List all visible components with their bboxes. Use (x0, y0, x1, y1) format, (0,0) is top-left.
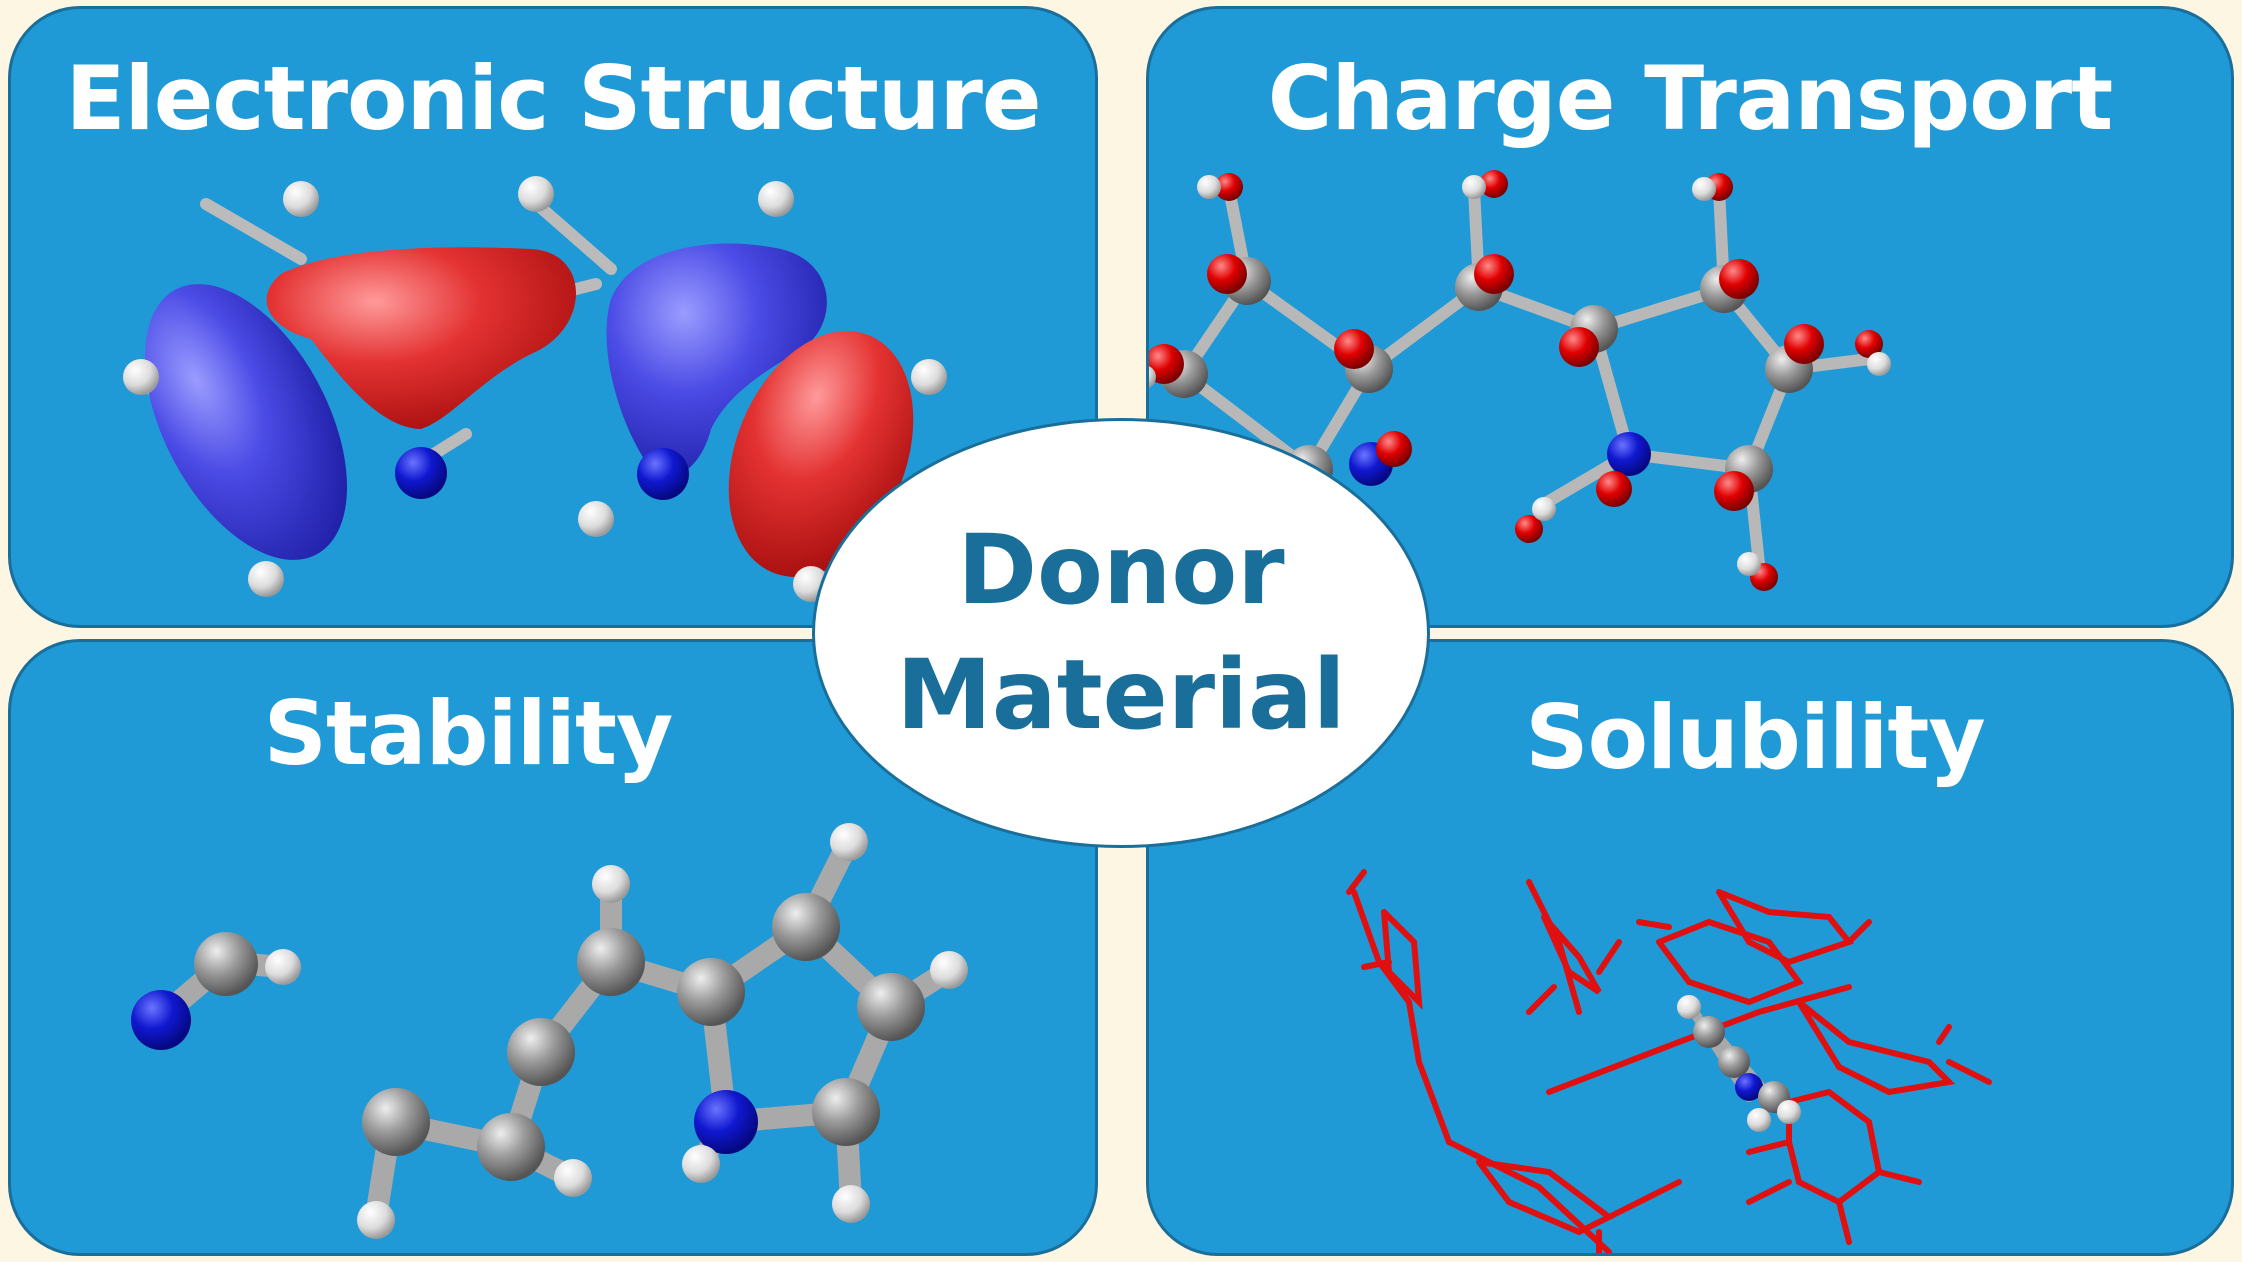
hydrogen-atom (357, 1201, 395, 1239)
hydrogen-atom (123, 359, 159, 395)
hydrogen-atom (554, 1159, 592, 1197)
carbon-atom (677, 958, 745, 1026)
hydrogen-atom (518, 176, 554, 212)
molecule-illustration (131, 823, 968, 1239)
oxygen-atom (1149, 344, 1184, 384)
oxygen-atom (1596, 471, 1632, 507)
oxygen-atom (1714, 471, 1754, 511)
hydrogen-atom (930, 951, 968, 989)
nitrogen-atom (694, 1090, 758, 1154)
oxygen-atom (1515, 515, 1543, 543)
orbital-lobe (266, 247, 576, 429)
carbon-atom (1718, 1046, 1750, 1078)
oxygen-atom (1784, 324, 1824, 364)
oxygen-atom (1474, 254, 1514, 294)
orbital-lobe (144, 284, 348, 560)
hydrogen-atom (1677, 995, 1701, 1019)
nitrogen-atom (131, 990, 191, 1050)
carbon-atom (577, 928, 645, 996)
hydrogen-atom (911, 359, 947, 395)
hydrogen-atom (265, 949, 301, 985)
solvent-molecules (1346, 869, 1992, 1253)
hydrogen-atom (248, 561, 284, 597)
carbon-atom (1693, 1016, 1725, 1048)
panel-title-charge-transport: Charge Transport (1267, 47, 2113, 150)
oxygen-atom (1480, 170, 1508, 198)
panel-title-solubility: Solubility (1525, 686, 1986, 789)
carbon-atom (812, 1078, 880, 1146)
carbon-atom (507, 1018, 575, 1086)
hydrogen-atom (592, 865, 630, 903)
hydrogen-atom (1737, 552, 1761, 576)
molecule-illustration (1149, 170, 1891, 608)
orbital-illustration (123, 176, 947, 602)
carbon-atom (194, 932, 258, 996)
center-label-line1: Donor (957, 514, 1285, 627)
oxygen-atom (1376, 431, 1412, 467)
oxygen-atom (1719, 259, 1759, 299)
panel-title-stability: Stability (263, 682, 674, 785)
hydrogen-atom (1462, 175, 1486, 199)
nitrogen-atom (1735, 1073, 1763, 1101)
oxygen-atom (1855, 330, 1883, 358)
center-label: Donor Material (812, 418, 1430, 848)
hydrogen-atom (1777, 1100, 1801, 1124)
oxygen-atom (1559, 327, 1599, 367)
hydrogen-atom (1867, 352, 1891, 376)
panel-title-electronic-structure: Electronic Structure (65, 47, 1041, 150)
hydrogen-atom (1692, 177, 1716, 201)
carbon-atom (857, 973, 925, 1041)
hydrogen-atom (758, 181, 794, 217)
hydrogen-atom (1197, 175, 1221, 199)
hydrogen-atom (830, 823, 868, 861)
hydrogen-atom (578, 501, 614, 537)
hydrogen-atom (1747, 1108, 1771, 1132)
hydrogen-atom (832, 1185, 870, 1223)
panel-electronic-structure: Electronic Structure (8, 6, 1098, 628)
solvent-illustration (1346, 869, 1992, 1253)
center-label-line2: Material (896, 639, 1346, 751)
oxygen-atom (1207, 254, 1247, 294)
carbon-atom (477, 1113, 545, 1181)
hydrogen-atom (1532, 497, 1556, 521)
carbon-atom (772, 893, 840, 961)
carbon-atom (362, 1088, 430, 1156)
hydrogen-atom (682, 1145, 720, 1183)
oxygen-atom (1334, 329, 1374, 369)
oxygen-atom (1215, 173, 1243, 201)
nitrogen-atom (1607, 432, 1651, 476)
nitrogen-atom (637, 448, 689, 500)
orbital-lobe (606, 243, 827, 477)
hydrogen-atom (1149, 366, 1156, 388)
nitrogen-atom (395, 447, 447, 499)
hydrogen-atom (283, 181, 319, 217)
